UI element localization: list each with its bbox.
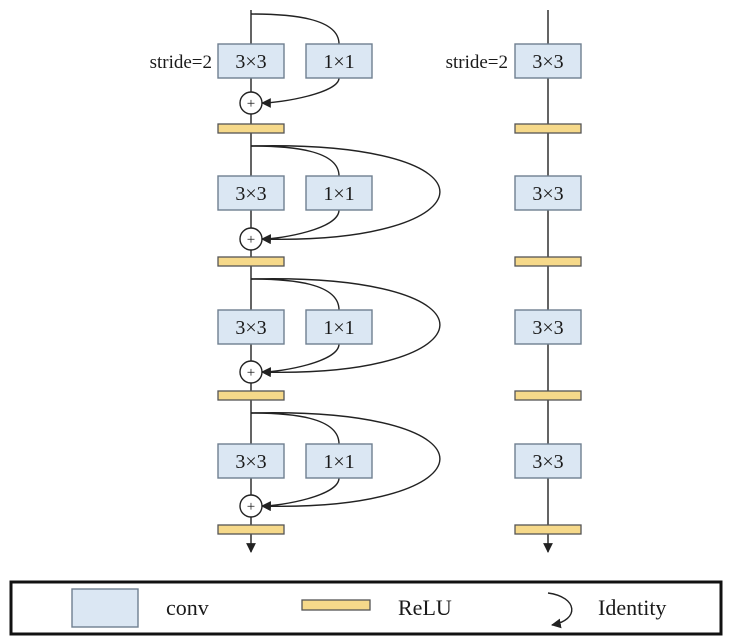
conv-3x3-box	[217, 175, 285, 211]
add-symbol: +	[247, 232, 255, 248]
add-node-icon	[239, 227, 263, 251]
legend-identity-arrow-icon	[547, 592, 573, 629]
relu-bar	[514, 524, 582, 535]
left-column-train-time: 3×3 1×1 stride=2 +3×3 1×1 +3×3 1×1 +3×3 1×1 +	[150, 10, 441, 553]
relu-bar	[514, 123, 582, 134]
stride-label: stride=2	[150, 52, 212, 73]
add-symbol: +	[247, 499, 255, 515]
relu-bar	[217, 524, 285, 535]
identity-shortcut-arrow	[250, 145, 441, 245]
conv-3x3-label: 3×3	[235, 51, 266, 73]
stride-label: stride=2	[446, 52, 508, 73]
add-symbol: +	[247, 365, 255, 381]
conv-1x1-box	[305, 175, 373, 211]
relu-bar	[514, 390, 582, 401]
legend: conv ReLU Identity	[9, 580, 723, 636]
branch-1x1-out-arrow	[261, 209, 340, 244]
identity-shortcut-arrow	[250, 278, 441, 378]
conv-3x3-box	[514, 443, 582, 479]
right-column-inference-time: 3×3 stride=2 3×3 3×3 3×3	[446, 10, 582, 553]
conv-3x3-label: 3×3	[235, 317, 266, 339]
branch-1x1-in-line	[250, 13, 340, 45]
conv-3x3-label: 3×3	[532, 451, 563, 473]
relu-bar	[217, 123, 285, 134]
conv-3x3-label: 3×3	[532, 51, 563, 73]
conv-3x3-label: 3×3	[532, 183, 563, 205]
conv-3x3-box	[514, 309, 582, 345]
relu-bar	[217, 390, 285, 401]
legend-relu-label: ReLU	[398, 595, 452, 620]
add-node-icon	[239, 91, 263, 115]
branch-1x1-out-arrow	[261, 477, 340, 511]
conv-1x1-label: 1×1	[323, 51, 354, 73]
legend-conv-label: conv	[166, 595, 209, 620]
conv-3x3-box	[217, 443, 285, 479]
branch-1x1-in-line	[250, 145, 340, 177]
branch-1x1-out-arrow	[261, 343, 340, 377]
add-node-icon	[239, 494, 263, 518]
add-symbol: +	[247, 96, 255, 112]
conv-1x1-box	[305, 43, 373, 79]
relu-bar	[217, 256, 285, 267]
conv-1x1-box	[305, 443, 373, 479]
legend-identity-label: Identity	[598, 595, 666, 620]
legend-conv-swatch	[71, 588, 139, 628]
conv-1x1-label: 1×1	[323, 183, 354, 205]
branch-1x1-in-line	[250, 412, 340, 445]
conv-3x3-box	[217, 309, 285, 345]
conv-3x3-label: 3×3	[235, 183, 266, 205]
branch-1x1-out-arrow	[261, 77, 340, 108]
add-node-icon	[239, 360, 263, 384]
conv-3x3-box	[217, 43, 285, 79]
conv-3x3-box	[514, 175, 582, 211]
conv-3x3-box	[514, 43, 582, 79]
legend-relu-swatch	[301, 599, 371, 611]
conv-1x1-label: 1×1	[323, 451, 354, 473]
conv-3x3-label: 3×3	[532, 317, 563, 339]
branch-1x1-in-line	[250, 278, 340, 311]
conv-1x1-box	[305, 309, 373, 345]
identity-shortcut-arrow	[250, 412, 441, 512]
relu-bar	[514, 256, 582, 267]
conv-1x1-label: 1×1	[323, 317, 354, 339]
conv-3x3-label: 3×3	[235, 451, 266, 473]
